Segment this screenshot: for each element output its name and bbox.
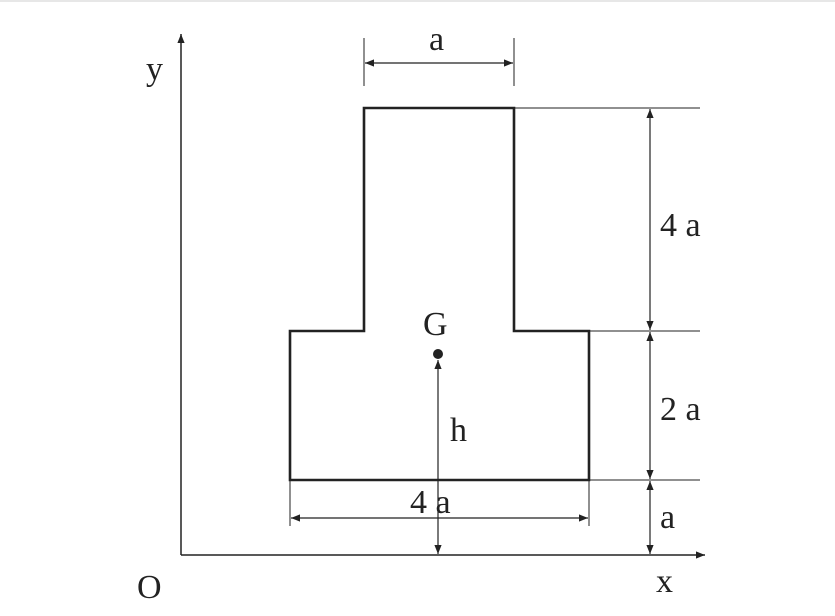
t-section-outline (288, 106, 591, 482)
middle-height-label: 2 a (660, 391, 701, 428)
upper-height-label: 4 a (660, 207, 701, 244)
centroid-point (433, 349, 443, 359)
centroid-height-label: h (450, 412, 467, 449)
origin-label: O (137, 569, 162, 606)
base-width-label: 4 a (410, 484, 451, 521)
x-axis-label: x (656, 563, 673, 600)
top-width-label: a (429, 21, 444, 58)
bottom-offset-label: a (660, 499, 675, 536)
centroid-label: G (423, 306, 448, 343)
y-axis-label: y (146, 51, 163, 88)
